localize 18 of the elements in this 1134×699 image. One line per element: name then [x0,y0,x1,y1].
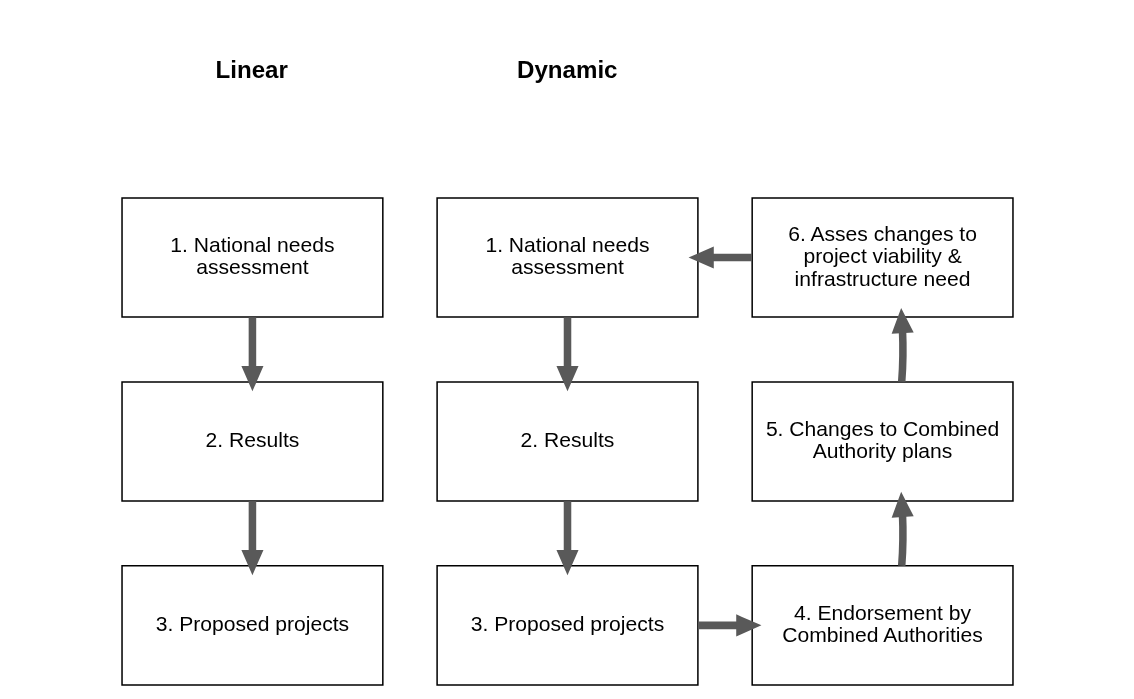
node-box: 2. Results [120,381,384,502]
arrow [688,246,752,269]
label: Linear [215,55,288,83]
node-box: 4. Endorsement by Combined Authorities [750,565,1014,686]
arrow [240,317,263,392]
node-box: 1. National needs assessment [120,197,384,318]
node-box: 2. Results [435,381,699,502]
node-box: 3. Proposed projects [120,565,384,686]
node-box: 3. Proposed projects [435,565,699,686]
arrow [891,307,914,383]
label: Dynamic [516,55,617,83]
arrow [555,317,579,392]
arrow [240,501,263,576]
arrow [555,501,579,576]
arrow [891,491,914,566]
node-box: 6. Asses changes to project viability & infrastructure need [750,197,1014,318]
node-box: 1. National needs assessment [435,197,699,318]
node-box: 5. Changes to Combined Authority plans [750,381,1014,502]
